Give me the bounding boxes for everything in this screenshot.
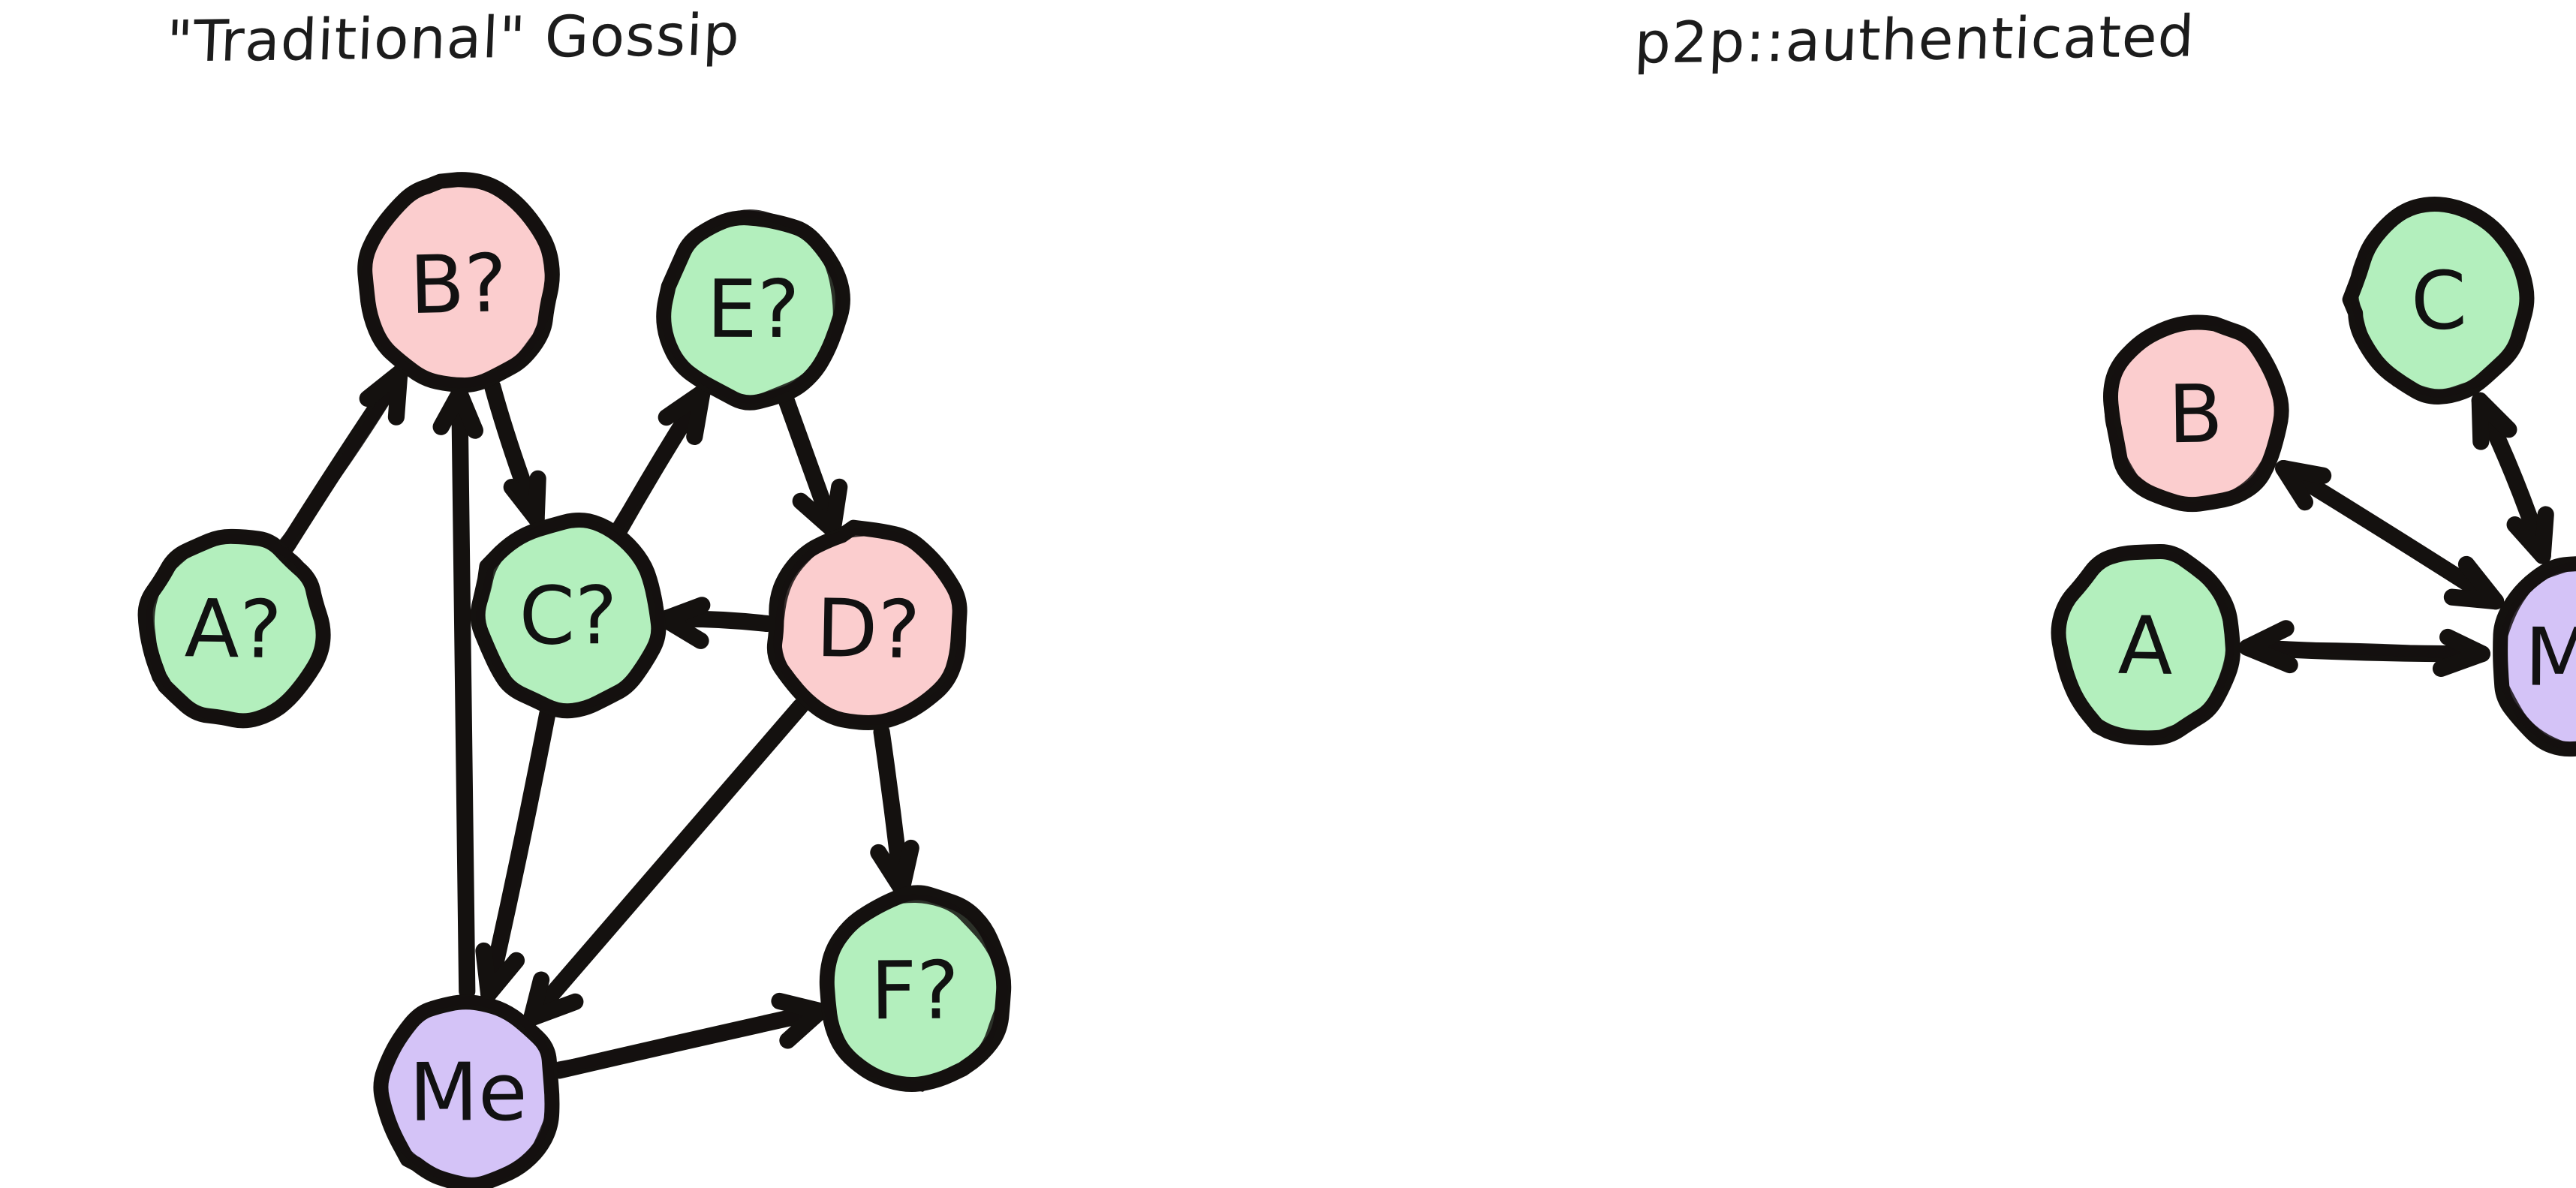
- node-label-traditional-gossip-E: E?: [706, 263, 799, 356]
- edge-layer-p2p-authenticated: [2238, 392, 2554, 677]
- node-p2p-authenticated-C[interactable]: C: [2342, 196, 2535, 405]
- edge-traditional-gossip-D-to-F: [870, 723, 919, 898]
- edge-layer-traditional-gossip: [278, 364, 919, 1079]
- node-label-traditional-gossip-F: F?: [871, 945, 960, 1039]
- node-traditional-gossip-F[interactable]: F?: [819, 885, 1012, 1093]
- node-traditional-gossip-D[interactable]: D?: [766, 519, 968, 731]
- node-layer-traditional-gossip: B? E? A? C? D? F? Me: [137, 172, 1012, 1188]
- edge-p2p-authenticated-Me-to-C: [2471, 392, 2554, 564]
- edge-traditional-gossip-D-to-Me: [523, 698, 809, 1027]
- edge-traditional-gossip-C-to-E: [611, 383, 712, 537]
- edge-p2p-authenticated-Me-to-A: [2238, 620, 2490, 677]
- node-label-traditional-gossip-A: A?: [184, 582, 282, 677]
- node-traditional-gossip-Me[interactable]: Me: [373, 994, 560, 1188]
- edge-traditional-gossip-B-to-C: [484, 378, 546, 528]
- node-label-p2p-authenticated-C: C: [2409, 254, 2468, 349]
- edge-traditional-gossip-D-to-C: [656, 597, 775, 649]
- node-label-traditional-gossip-B: B?: [408, 237, 508, 332]
- node-label-p2p-authenticated-Me: Me: [2524, 611, 2576, 705]
- node-label-p2p-authenticated-B: B: [2168, 368, 2224, 462]
- edge-traditional-gossip-Me-to-F: [551, 992, 829, 1079]
- node-traditional-gossip-C[interactable]: C?: [470, 512, 667, 719]
- node-label-traditional-gossip-C: C?: [519, 570, 617, 663]
- edge-p2p-authenticated-Me-to-B: [2275, 459, 2505, 610]
- node-p2p-authenticated-B[interactable]: B: [2103, 314, 2289, 513]
- edge-traditional-gossip-A-to-B: [278, 364, 409, 555]
- node-traditional-gossip-B[interactable]: B?: [357, 172, 560, 393]
- node-p2p-authenticated-A[interactable]: A: [2051, 544, 2240, 746]
- node-p2p-authenticated-Me[interactable]: Me: [2493, 556, 2576, 757]
- node-label-traditional-gossip-Me: Me: [409, 1046, 528, 1140]
- node-label-p2p-authenticated-A: A: [2117, 600, 2174, 693]
- node-traditional-gossip-E[interactable]: E?: [656, 209, 850, 411]
- edge-traditional-gossip-Me-to-B: [432, 384, 484, 1000]
- node-traditional-gossip-A[interactable]: A?: [137, 528, 331, 729]
- node-layer-p2p-authenticated: CDBEAMeF: [2051, 196, 2576, 757]
- node-label-traditional-gossip-D: D?: [815, 582, 921, 678]
- edge-traditional-gossip-C-to-Me: [475, 705, 556, 1003]
- edge-traditional-gossip-E-to-D: [778, 393, 848, 538]
